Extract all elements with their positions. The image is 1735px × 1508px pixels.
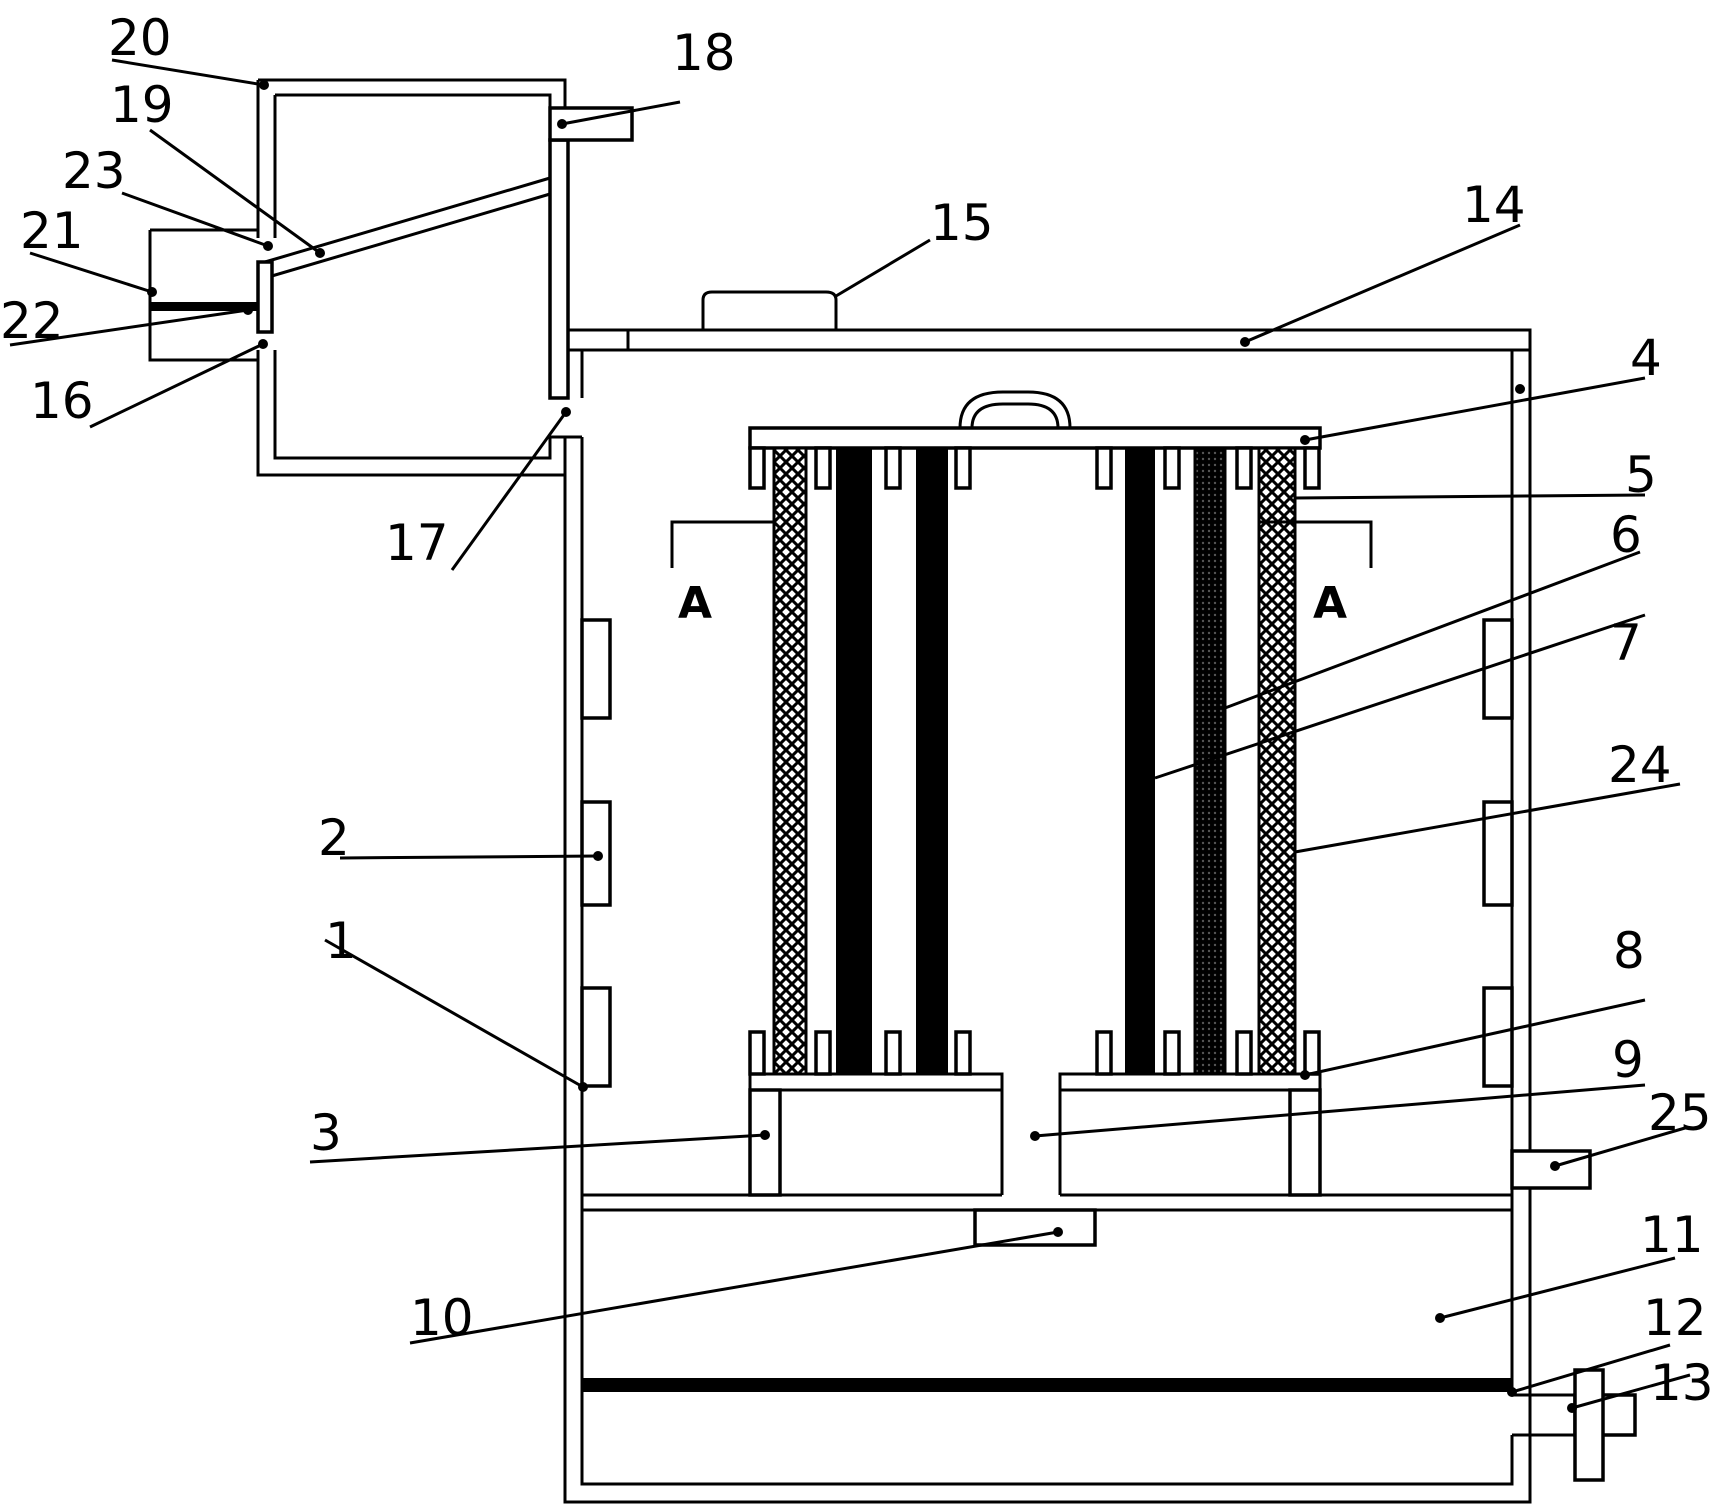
label-2: 2 xyxy=(318,809,350,867)
filter-cartridges xyxy=(772,446,1297,1076)
section-mark-left: A xyxy=(678,578,712,629)
label-16: 16 xyxy=(30,372,94,430)
lid-handle xyxy=(701,290,838,330)
base-support xyxy=(748,1072,1322,1197)
overflow-pipe xyxy=(1510,1149,1592,1190)
label-15: 15 xyxy=(930,194,994,252)
main-housing xyxy=(563,328,1592,1504)
label-12: 12 xyxy=(1643,1289,1707,1347)
label-10: 10 xyxy=(410,1289,474,1347)
section-line xyxy=(670,520,1373,568)
filter-clips xyxy=(748,446,1321,1076)
label-22: 22 xyxy=(0,292,64,350)
reference-labels: 20 19 23 21 22 16 18 17 15 14 4 5 6 7 24… xyxy=(0,9,1714,1412)
label-14: 14 xyxy=(1462,176,1526,234)
upper-unit xyxy=(148,78,634,477)
lower-chamber xyxy=(582,1193,1512,1392)
label-25: 25 xyxy=(1648,1084,1712,1142)
label-4: 4 xyxy=(1630,329,1662,387)
label-1: 1 xyxy=(325,912,357,970)
label-11: 11 xyxy=(1640,1206,1704,1264)
label-3: 3 xyxy=(310,1104,342,1162)
section-mark-right: A xyxy=(1313,578,1347,629)
outlet-valve xyxy=(1573,1368,1637,1482)
leader-lines xyxy=(9,58,1691,1413)
label-21: 21 xyxy=(20,202,84,260)
label-18: 18 xyxy=(672,24,736,82)
top-plate xyxy=(748,390,1322,450)
label-6: 6 xyxy=(1610,506,1642,564)
label-13: 13 xyxy=(1650,1354,1714,1412)
label-19: 19 xyxy=(110,76,174,134)
label-23: 23 xyxy=(62,142,126,200)
label-8: 8 xyxy=(1613,922,1645,980)
label-9: 9 xyxy=(1612,1031,1644,1089)
label-20: 20 xyxy=(108,9,172,67)
lid xyxy=(563,328,1532,352)
label-24: 24 xyxy=(1608,736,1672,794)
side-heaters xyxy=(580,618,1514,1088)
label-7: 7 xyxy=(1610,614,1642,672)
label-17: 17 xyxy=(385,514,449,572)
label-5: 5 xyxy=(1625,446,1657,504)
